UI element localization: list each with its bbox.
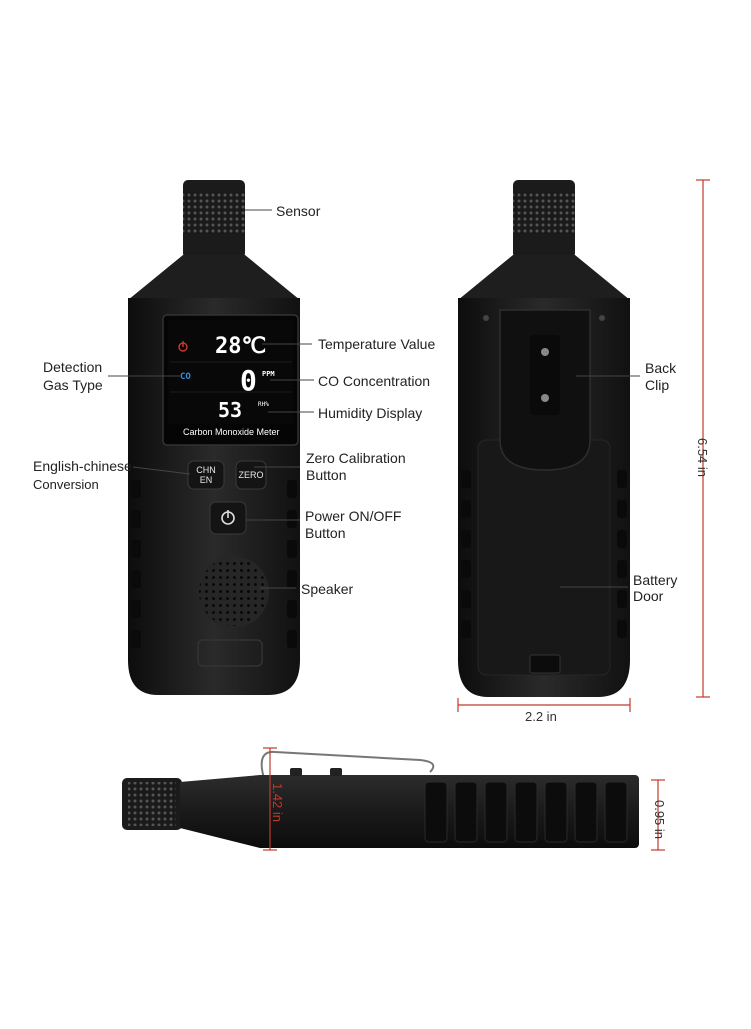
label-detection-2: Gas Type <box>43 377 103 393</box>
lcd-temperature: 28℃ <box>215 334 267 359</box>
label-zero-calibration-2: Button <box>306 467 347 483</box>
label-speaker: Speaker <box>301 581 354 597</box>
lcd-gas-label: CO <box>180 372 191 382</box>
label-power-1: Power ON/OFF <box>305 508 402 524</box>
dim-height: 6.54 in <box>695 437 711 478</box>
lcd-co-value: 0 <box>240 364 257 397</box>
chn-en-button[interactable]: CHN EN <box>188 465 224 485</box>
label-battery-door-1: Battery <box>633 572 678 588</box>
label-detection-1: Detection <box>43 359 103 375</box>
label-back-clip-1: Back <box>645 360 677 376</box>
lcd-humidity-unit: RH% <box>258 401 269 408</box>
power-button[interactable] <box>210 502 246 534</box>
label-temperature-value: Temperature Value <box>318 336 436 352</box>
front-screen-lcd <box>168 320 293 424</box>
label-english-chinese-1: English-chinese <box>33 458 132 474</box>
clip-screw-top <box>541 348 549 356</box>
callout-lines <box>108 209 640 589</box>
label-english-chinese-2: Conversion <box>33 477 99 492</box>
front-nameplate <box>197 639 263 667</box>
front-grip-ridges <box>131 480 297 648</box>
back-device <box>458 180 630 697</box>
battery-door <box>477 439 611 676</box>
label-back-clip-2: Clip <box>645 377 670 393</box>
label-power-2: Button <box>305 525 346 541</box>
dim-width: 2.2 in <box>525 709 557 724</box>
label-zero-calibration-1: Zero Calibration <box>306 450 406 466</box>
meter-name: Carbon Monoxide Meter <box>183 427 280 437</box>
label-humidity-display: Humidity Display <box>318 405 423 421</box>
dim-thickness: 0.95 in <box>652 799 668 840</box>
side-clip-wire <box>260 750 435 783</box>
front-device <box>128 180 300 695</box>
dimension-lines <box>263 179 710 851</box>
front-shoulder <box>128 255 300 300</box>
front-sensor-mesh <box>183 192 245 234</box>
chn-en-button-shape <box>187 460 225 490</box>
lcd-humidity: 53 <box>218 398 243 422</box>
zero-button[interactable]: ZERO <box>238 470 264 480</box>
chn-label: CHN <box>196 465 216 475</box>
dim-side-height: 1.42 in <box>270 782 286 823</box>
clip-screw-bottom <box>541 394 549 402</box>
en-label: EN <box>199 475 213 485</box>
label-sensor: Sensor <box>276 203 321 219</box>
side-device <box>122 750 639 848</box>
label-co-concentration: CO Concentration <box>318 373 431 389</box>
lcd-co-unit: PPM <box>262 370 275 378</box>
label-battery-door-2: Door <box>633 588 664 604</box>
zero-button-shape <box>235 460 267 490</box>
